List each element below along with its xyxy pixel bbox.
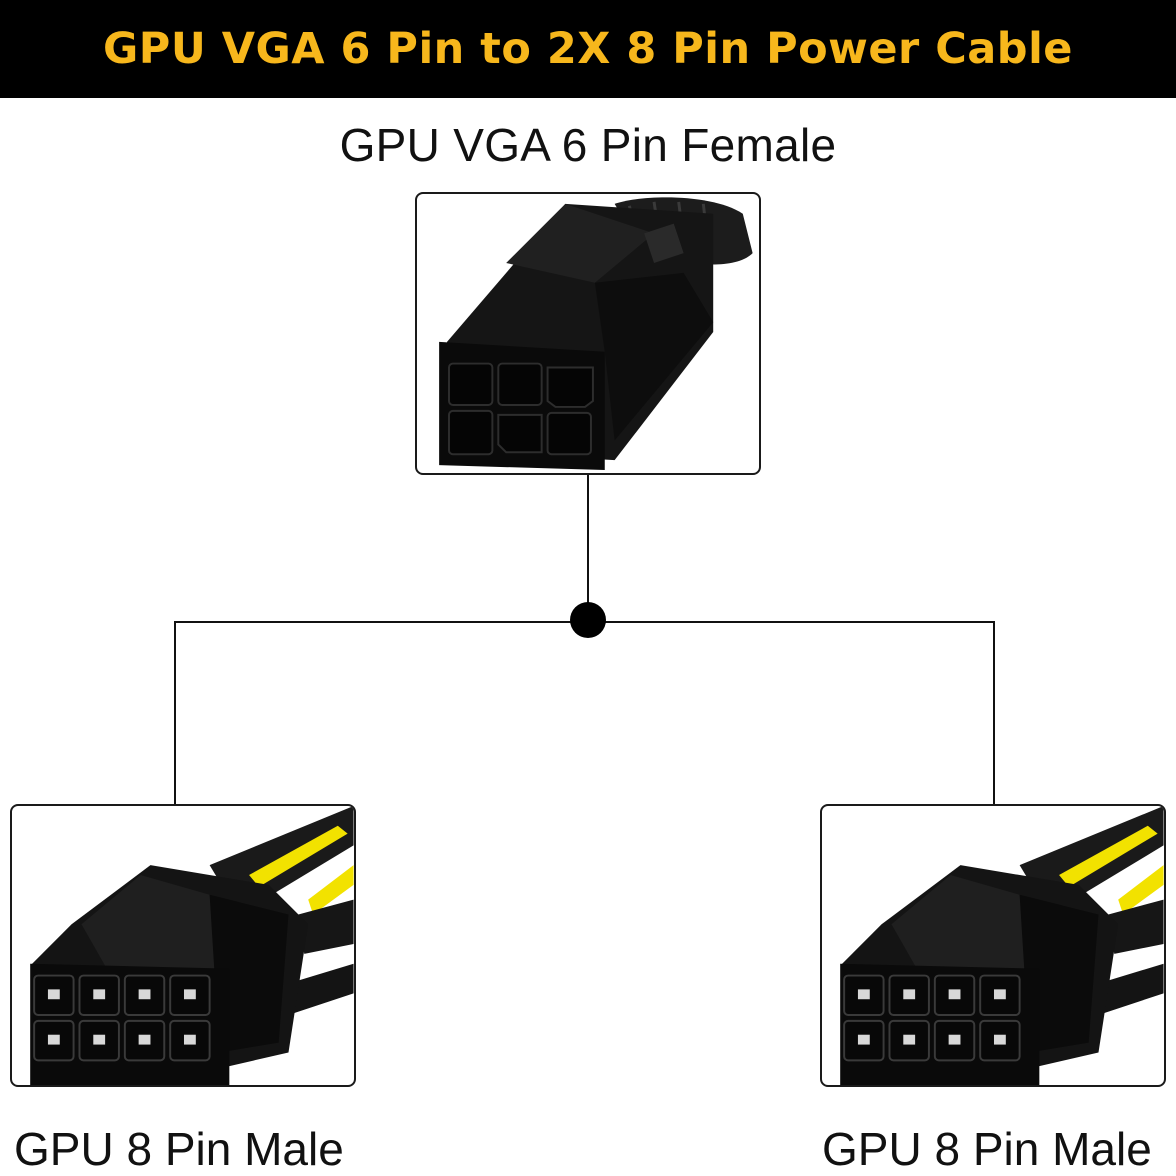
left-connector-label: GPU 8 Pin Male: [14, 1123, 344, 1175]
six-pin-female-image: [415, 192, 761, 475]
top-connector-label: GPU VGA 6 Pin Female: [339, 119, 837, 171]
right-eight-pin-male-image: [820, 804, 1166, 1087]
page-title: GPU VGA 6 Pin to 2X 8 Pin Power Cable: [103, 24, 1073, 74]
left-eight-pin-male-image: [10, 804, 356, 1087]
six-pin-connector-icon: [439, 197, 753, 471]
eight-pin-connector-icon: [30, 806, 354, 1085]
header-banner: GPU VGA 6 Pin to 2X 8 Pin Power Cable: [0, 0, 1176, 98]
eight-pin-connector-icon: [840, 806, 1164, 1085]
junction-dot: [570, 602, 606, 638]
right-connector-label: GPU 8 Pin Male: [822, 1123, 1152, 1175]
